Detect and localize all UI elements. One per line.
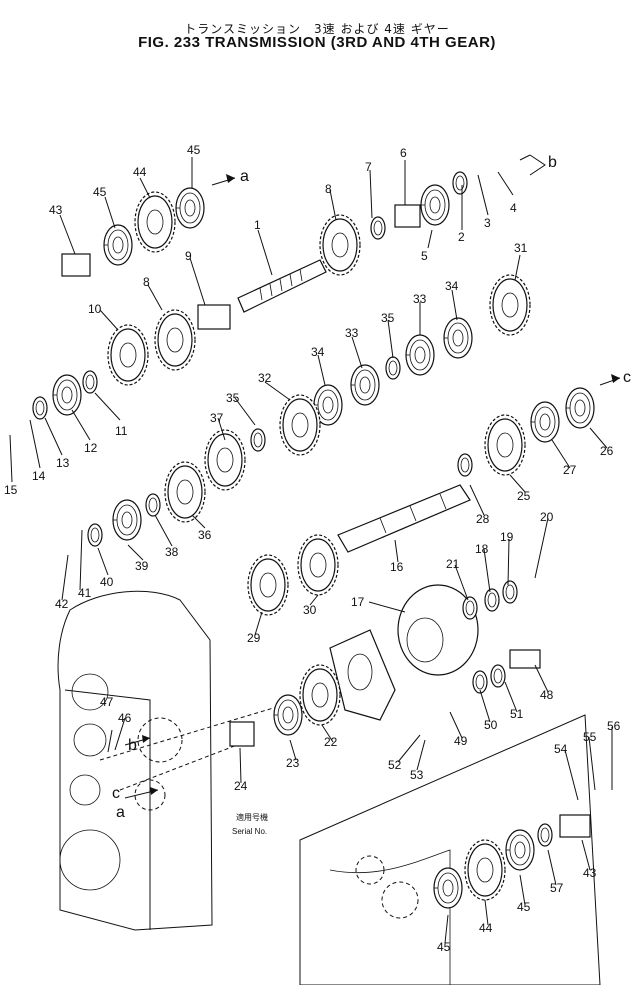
callout-21: 21	[446, 557, 460, 571]
callout-25: 25	[517, 489, 531, 503]
callout-22: 22	[324, 735, 338, 749]
callout-1: 1	[254, 218, 261, 232]
output-shaft-16	[337, 484, 471, 553]
letter-c-case: c	[112, 785, 120, 802]
callout-57: 57	[550, 881, 564, 895]
callout-12: 12	[84, 441, 98, 455]
callout-56: 56	[607, 719, 621, 733]
callout-43b: 43	[583, 866, 597, 880]
callout-6: 6	[400, 146, 407, 160]
callout-50: 50	[484, 718, 498, 732]
callout-43a: 43	[49, 203, 63, 217]
letter-b-case: b	[128, 737, 137, 754]
callout-7: 7	[365, 160, 372, 174]
callout-10: 10	[88, 302, 102, 316]
japanese-title: トランスミッション 3速 および 4速 ギヤー	[184, 22, 450, 36]
collar-9	[197, 304, 231, 330]
part-glyphs	[32, 171, 595, 909]
callout-19: 19	[500, 530, 514, 544]
callout-32: 32	[258, 371, 272, 385]
callout-36: 36	[198, 528, 212, 542]
callout-45a: 45	[187, 143, 201, 157]
callout-37: 37	[210, 411, 224, 425]
figure-title: FIG. 233 TRANSMISSION (3RD AND 4TH GEAR)	[138, 34, 496, 51]
callout-18: 18	[475, 542, 489, 556]
letter-c-right: c	[623, 369, 631, 386]
sleeve-43	[61, 253, 91, 277]
callout-23: 23	[286, 756, 300, 770]
callout-48: 48	[540, 688, 554, 702]
callout-31: 31	[514, 241, 528, 255]
callout-45b: 45	[93, 185, 107, 199]
callout-40: 40	[100, 575, 114, 589]
serial-label-jp: 適用号機	[236, 812, 268, 822]
letter-a-case: a	[116, 804, 125, 821]
leader-lines	[9, 157, 613, 944]
callout-34b: 34	[445, 279, 459, 293]
callout-35a: 35	[226, 391, 240, 405]
callout-30: 30	[303, 603, 317, 617]
callout-47: 47	[100, 695, 114, 709]
callout-52: 52	[388, 758, 402, 772]
callout-26: 26	[600, 444, 614, 458]
callout-9: 9	[185, 249, 192, 263]
reference-arrows	[124, 154, 621, 799]
callout-8a: 8	[325, 182, 332, 196]
callout-28: 28	[476, 512, 490, 526]
callout-42: 42	[55, 597, 69, 611]
letter-a-top: a	[240, 168, 249, 185]
callout-34a: 34	[311, 345, 325, 359]
sensor-48	[509, 649, 541, 669]
sleeve-43-inset	[559, 814, 591, 838]
callout-4: 4	[510, 201, 517, 215]
spacer-6	[394, 204, 421, 228]
callout-3: 3	[484, 216, 491, 230]
callout-38: 38	[165, 545, 179, 559]
upper-shaft-1	[237, 259, 327, 313]
cover-housing	[329, 629, 396, 721]
callout-33b: 33	[413, 292, 427, 306]
callout-15: 15	[4, 483, 18, 497]
callout-11: 11	[115, 424, 128, 438]
callout-33a: 33	[345, 326, 359, 340]
serial-number-note: 適用号機 Serial No.	[232, 812, 268, 836]
callout-labels: 1 2 3 4 5 6 7 8 8 9 10 11 12 13 14 15 16…	[4, 143, 621, 954]
callout-14: 14	[32, 469, 46, 483]
serial-label-en: Serial No.	[232, 827, 267, 836]
callout-24: 24	[234, 779, 248, 793]
callout-44b: 44	[479, 921, 493, 935]
callout-39: 39	[135, 559, 149, 573]
callout-44a: 44	[133, 165, 147, 179]
callout-13: 13	[56, 456, 70, 470]
callout-5: 5	[421, 249, 428, 263]
callout-8b: 8	[143, 275, 150, 289]
callout-41: 41	[78, 586, 92, 600]
letter-b-top: b	[548, 154, 557, 171]
callout-51: 51	[510, 707, 524, 721]
inset-frame	[299, 714, 601, 985]
callout-27: 27	[563, 463, 577, 477]
callout-46: 46	[118, 711, 132, 725]
callout-17: 17	[351, 595, 365, 609]
callout-35b: 35	[381, 311, 395, 325]
callout-45c: 45	[517, 900, 531, 914]
callout-16: 16	[390, 560, 404, 574]
reference-letters: a b c b c a	[112, 154, 631, 821]
callout-20: 20	[540, 510, 554, 524]
transmission-case	[57, 590, 301, 931]
collar-24	[229, 721, 255, 747]
callout-45d: 45	[437, 940, 451, 954]
callout-55: 55	[583, 730, 597, 744]
callout-29: 29	[247, 631, 261, 645]
callout-2: 2	[458, 230, 465, 244]
housing-17	[397, 584, 479, 676]
callout-49: 49	[454, 734, 468, 748]
callout-53: 53	[410, 768, 424, 782]
callout-54: 54	[554, 742, 568, 756]
